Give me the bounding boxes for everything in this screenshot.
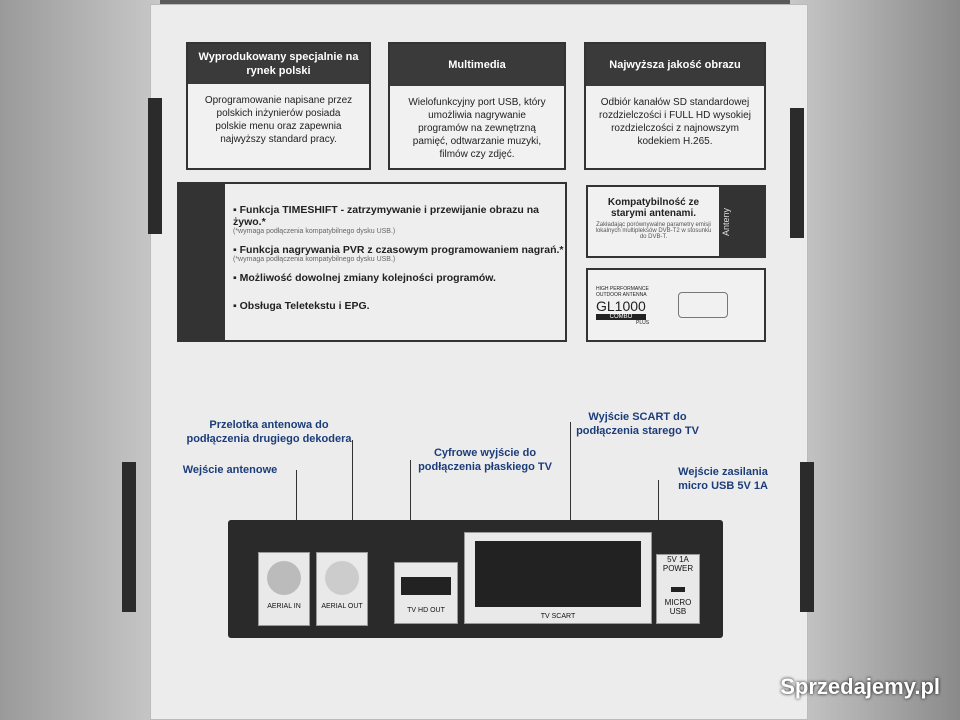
feature-item: ▪ Możliwość dowolnej zmiany kolejności p… — [233, 272, 496, 284]
antenna-plus: PLUS — [636, 320, 650, 326]
power-label: POWER — [662, 564, 694, 573]
scart-port: TV SCART — [464, 532, 652, 624]
callout-line — [296, 470, 297, 550]
callout-power: Wejście zasilania micro USB 5V 1A — [678, 466, 768, 492]
feature-text: Funkcja nagrywania PVR z czasowym progra… — [239, 244, 564, 256]
box-flap — [148, 98, 162, 234]
features-panel: ▪ Funkcja TIMESHIFT - zatrzymywanie i pr… — [177, 182, 567, 342]
aerial-out-port: AERIAL OUT — [316, 552, 368, 626]
antenna-ad: HIGH PERFORMANCE OUTDOOR ANTENNA GL1000 … — [586, 268, 766, 342]
background-left — [0, 0, 160, 720]
box-flap — [790, 108, 804, 238]
feature-text: Możliwość dowolnej zmiany kolejności pro… — [239, 272, 496, 284]
feature-note: (*wymaga podłączenia kompatybilnego dysk… — [233, 256, 396, 263]
feature-text: Obsługa Teletekstu i EPG. — [239, 300, 370, 312]
card-polish-market: Wyprodukowany specjalnie na rynek polski… — [186, 42, 371, 170]
micro-usb-icon — [671, 587, 685, 592]
callout-line — [570, 422, 571, 532]
antenna-combo: COMBO — [596, 314, 646, 320]
callout-passthrough: Przelotka antenowa do podłączenia drugie… — [186, 419, 352, 445]
hdmi-icon — [401, 577, 451, 595]
port-label: MICRO USB — [664, 598, 692, 616]
watermark-logo: Sprzedajemy.pl — [780, 674, 940, 699]
decoder-device: AERIAL IN AERIAL OUT TV HD OUT TV SCART … — [228, 520, 723, 638]
feature-text: Funkcja TIMESHIFT - zatrzymywanie i prze… — [233, 204, 539, 228]
coax-icon — [325, 561, 359, 595]
port-label: AERIAL IN — [267, 603, 301, 610]
compat-title: Kompatybilność ze starymi antenami. — [607, 197, 700, 219]
feature-item: ▪ Obsługa Teletekstu i EPG. — [233, 300, 370, 312]
aerial-in-port: AERIAL IN — [258, 552, 310, 626]
callout-scart: Wyjście SCART do podłączenia starego TV — [576, 411, 699, 437]
card-quality: Najwyższa jakość obrazu Odbiór kanałów S… — [584, 42, 766, 170]
power-rating: 5V 1A — [667, 555, 689, 564]
card-title: Najwyższa jakość obrazu — [586, 44, 764, 86]
box-flap — [122, 462, 136, 612]
port-label: AERIAL OUT — [321, 603, 363, 610]
compat-box: Kompatybilność ze starymi antenami. Zakł… — [586, 185, 721, 258]
callout-line — [352, 440, 353, 550]
card-title: Wyprodukowany specjalnie na rynek polski — [188, 44, 369, 84]
card-body: Odbiór kanałów SD standardowej rozdzielc… — [599, 97, 751, 147]
coax-icon — [267, 561, 301, 595]
side-tab: Anteny — [721, 185, 766, 258]
antenna-line2: OUTDOOR ANTENNA — [596, 292, 647, 298]
feature-item: ▪ Funkcja nagrywania PVR z czasowym prog… — [233, 244, 564, 263]
card-multimedia: Multimedia Wielofunkcyjny port USB, któr… — [388, 42, 566, 170]
antenna-line1: HIGH PERFORMANCE — [596, 286, 649, 292]
card-title: Multimedia — [390, 44, 564, 86]
background-right — [790, 0, 960, 720]
card-body: Wielofunkcyjny port USB, który umożliwia… — [408, 97, 546, 160]
scart-icon — [475, 541, 641, 607]
antenna-icon — [678, 292, 728, 318]
callout-antenna-in: Wejście antenowe — [182, 464, 278, 476]
panel-strip — [179, 184, 225, 340]
port-label: TV HD OUT — [407, 607, 445, 614]
callout-line — [410, 460, 411, 560]
port-label: TV SCART — [540, 613, 576, 620]
compat-body: Zakładając porównywalne parametry emisji… — [595, 222, 712, 240]
card-body: Oprogramowanie napisane przez polskich i… — [204, 95, 353, 145]
feature-note: (*wymaga podłączenia kompatybilnego dysk… — [233, 228, 396, 235]
box-flap — [800, 462, 814, 612]
antenna-model: GL1000 — [596, 298, 646, 314]
feature-item: ▪ Funkcja TIMESHIFT - zatrzymywanie i pr… — [233, 204, 565, 235]
hdmi-port: TV HD OUT — [394, 562, 458, 624]
callout-digital-out: Cyfrowe wyjście do podłączenia płaskiego… — [418, 447, 552, 473]
